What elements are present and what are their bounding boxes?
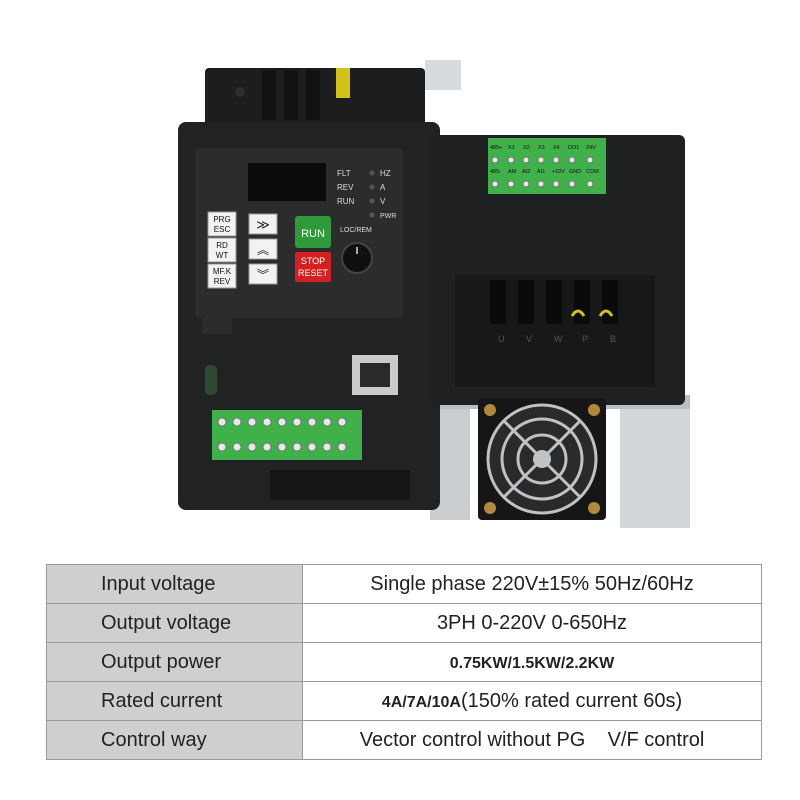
prg-esc-button[interactable]: PRG ESC xyxy=(207,211,237,237)
spec-label: Rated current xyxy=(46,681,303,721)
svg-text:REV: REV xyxy=(214,277,231,286)
terminal-10v: +10V xyxy=(552,169,565,175)
spec-label: Output power xyxy=(46,642,303,682)
spec-value-bold: 0.75KW/1.5KW/2.2KW xyxy=(449,654,615,672)
power-label-v: V xyxy=(526,334,532,344)
led-label-a: A xyxy=(380,183,386,192)
spec-value: 3PH 0-220V 0-650Hz xyxy=(302,603,762,643)
control-terminal-block-upper: 485+ X1 X2 X3 X4 DO1 24V 485- AM AI2 AI1… xyxy=(488,138,606,194)
table-row: Control way Vector control without PG V/… xyxy=(46,720,762,760)
svg-text:RESET: RESET xyxy=(298,268,329,278)
terminal-x2: X2 xyxy=(523,145,530,151)
terminal-com: COM xyxy=(586,169,599,175)
terminal-ai1: AI1 xyxy=(537,169,545,175)
potentiometer-knob[interactable] xyxy=(341,242,373,274)
power-label-w: W xyxy=(554,334,563,344)
power-label-p: P xyxy=(582,334,588,344)
spec-value: Single phase 220V±15% 50Hz/60Hz xyxy=(302,564,762,604)
up-arrow-icon: ︽ xyxy=(257,243,269,257)
shift-button[interactable]: ≫ xyxy=(248,213,278,235)
terminal-x3: X3 xyxy=(538,145,545,151)
terminal-485-minus: 485- xyxy=(490,169,501,175)
stop-reset-button[interactable]: STOP RESET xyxy=(295,252,331,282)
keypad: PRG ESC RD WT MF.K REV ≫ ︽ ︾ RUN xyxy=(207,211,373,289)
led-label-pwr: PWR xyxy=(380,213,396,220)
spec-value: Vector control without PG V/F control xyxy=(302,720,762,760)
svg-text:RUN: RUN xyxy=(301,228,325,240)
led-label-run: RUN xyxy=(337,197,355,206)
svg-text:STOP: STOP xyxy=(301,256,325,266)
led-indicators: FLT REV RUN HZ A V PWR xyxy=(337,169,396,220)
spec-value-note: (150% rated current 60s) xyxy=(460,689,683,712)
run-button[interactable]: RUN xyxy=(295,216,331,248)
knob-label: LOC/REM xyxy=(340,227,372,234)
spec-label: Output voltage xyxy=(46,603,303,643)
spec-label: Control way xyxy=(46,720,303,760)
terminal-x1: X1 xyxy=(508,145,515,151)
power-section: U V W P B xyxy=(430,135,685,405)
svg-text:MF.K: MF.K xyxy=(213,267,232,276)
terminal-x4: X4 xyxy=(553,145,560,151)
spec-value: 0.75KW/1.5KW/2.2KW xyxy=(302,642,762,682)
mfk-rev-button[interactable]: MF.K REV xyxy=(207,263,237,289)
rd-wt-button[interactable]: RD WT xyxy=(207,237,237,263)
down-button[interactable]: ︾ xyxy=(248,263,278,285)
rj45-port xyxy=(352,355,398,395)
svg-text:RD: RD xyxy=(216,241,228,250)
table-row: Output voltage 3PH 0-220V 0-650Hz xyxy=(46,603,762,643)
led-label-hz: HZ xyxy=(380,169,391,178)
top-housing xyxy=(205,68,425,126)
svg-text:WT: WT xyxy=(216,251,229,260)
cooling-fan xyxy=(478,398,606,520)
terminal-24v: 24V xyxy=(586,145,596,151)
table-row: Input voltage Single phase 220V±15% 50Hz… xyxy=(46,564,762,604)
inverter-product-image: FLT REV RUN HZ A V PWR PRG ESC RD WT MF.… xyxy=(178,60,690,528)
shift-icon: ≫ xyxy=(256,217,270,232)
terminal-ai2: AI2 xyxy=(522,169,530,175)
spec-label: Input voltage xyxy=(46,564,303,604)
led-label-flt: FLT xyxy=(337,169,351,178)
svg-text:ESC: ESC xyxy=(214,225,231,234)
power-label-b: B xyxy=(610,334,616,344)
spec-value: 4A/7A/10A(150% rated current 60s) xyxy=(302,681,762,721)
table-row: Rated current 4A/7A/10A(150% rated curre… xyxy=(46,681,762,721)
led-label-v: V xyxy=(380,197,386,206)
control-terminal-strip-lower xyxy=(212,410,410,500)
terminal-485-plus: 485+ xyxy=(490,145,502,151)
svg-text:PRG: PRG xyxy=(213,215,230,224)
table-row: Output power 0.75KW/1.5KW/2.2KW xyxy=(46,642,762,682)
up-button[interactable]: ︽ xyxy=(248,238,278,260)
power-label-u: U xyxy=(498,334,505,344)
down-arrow-icon: ︾ xyxy=(257,268,269,282)
specifications-table: Input voltage Single phase 220V±15% 50Hz… xyxy=(46,564,762,760)
terminal-gnd: GND xyxy=(569,169,581,175)
terminal-am: AM xyxy=(508,169,517,175)
terminal-do1: DO1 xyxy=(568,145,579,151)
led-label-rev: REV xyxy=(337,183,354,192)
spec-value-bold: 4A/7A/10A xyxy=(381,693,461,711)
